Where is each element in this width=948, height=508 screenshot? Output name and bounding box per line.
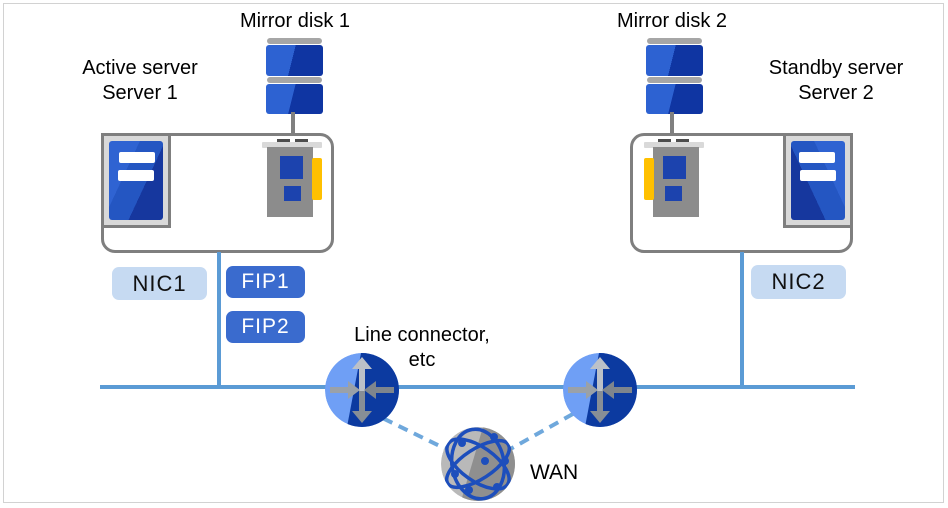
card-chip-small [665, 186, 682, 201]
disk-cap [647, 38, 702, 44]
mirror-disk-icon-2 [646, 38, 703, 115]
active-server-label: Active server Server 1 [50, 56, 230, 106]
server-slot [118, 170, 154, 181]
card-pin [295, 139, 308, 144]
disk-cap [267, 77, 322, 83]
mirror-disk-1-label: Mirror disk 1 [239, 10, 350, 32]
standby-server-label: Standby server Server 2 [746, 56, 926, 106]
line-connector-label-line2: etc [408, 349, 436, 371]
server-tower-body [109, 141, 163, 220]
line-connector-label-line1: Line connector, [354, 324, 490, 346]
disk-platter [266, 45, 323, 76]
standby-server-label-line1: Standby server [768, 57, 904, 79]
card-chip-large [280, 156, 303, 179]
wan-label: WAN [530, 461, 579, 484]
nic-card-icon-2 [644, 139, 704, 218]
disk-cap [267, 38, 322, 44]
mirror-disk-icon-1 [266, 38, 323, 115]
lan-backbone-line [100, 385, 855, 389]
nic2-badge: NIC2 [751, 265, 846, 299]
server1-lan-line [217, 252, 221, 387]
disk-connector-line-2 [670, 112, 674, 142]
fip2-badge: FIP2 [226, 311, 305, 343]
card-pin [277, 139, 290, 144]
server-tower-icon-1 [101, 133, 171, 228]
card-edge-connector [644, 158, 654, 200]
disk-cap [647, 77, 702, 83]
nic-card-icon-1 [262, 139, 322, 218]
card-bracket [262, 142, 322, 148]
server-tower-body [791, 141, 845, 220]
card-edge-connector [312, 158, 322, 200]
standby-server-label-line2: Server 2 [798, 82, 874, 104]
disk-platter [646, 45, 703, 76]
fip1-badge: FIP1 [226, 266, 305, 298]
card-chip-small [284, 186, 301, 201]
line-connector-label: Line connector, etc [337, 323, 507, 373]
server-slot [799, 152, 835, 163]
disk-connector-line-1 [291, 112, 295, 142]
active-server-label-line2: Server 1 [102, 82, 178, 104]
nic1-badge: NIC1 [112, 267, 207, 300]
router-icon-1 [325, 353, 399, 427]
canvas-border [3, 3, 944, 503]
mirror-disk-2-label: Mirror disk 2 [616, 10, 727, 32]
server2-lan-line [740, 252, 744, 387]
server-tower-icon-2 [783, 133, 853, 228]
server-slot [119, 152, 155, 163]
router-icon-2 [563, 353, 637, 427]
active-server-label-line1: Active server [82, 57, 198, 79]
wan-globe-icon [441, 427, 515, 501]
disk-platter [646, 84, 703, 114]
disk-platter [266, 84, 323, 114]
card-chip-large [663, 156, 686, 179]
server-slot [800, 170, 836, 181]
